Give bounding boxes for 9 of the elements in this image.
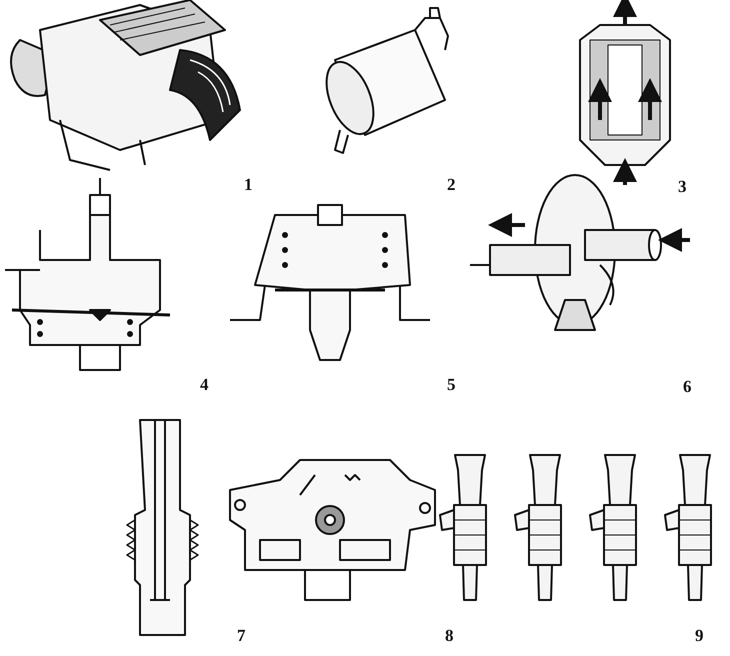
callout-number: 4 <box>200 376 208 393</box>
callout-number: 2 <box>447 176 456 193</box>
callout-number: 7 <box>237 627 246 644</box>
callout-number: 1 <box>244 176 252 193</box>
callout-number: 9 <box>695 627 704 644</box>
callout-number: 8 <box>445 627 454 644</box>
callout-number: 6 <box>683 378 692 395</box>
callout-number: 3 <box>678 178 686 195</box>
callout-number: 5 <box>447 376 456 393</box>
